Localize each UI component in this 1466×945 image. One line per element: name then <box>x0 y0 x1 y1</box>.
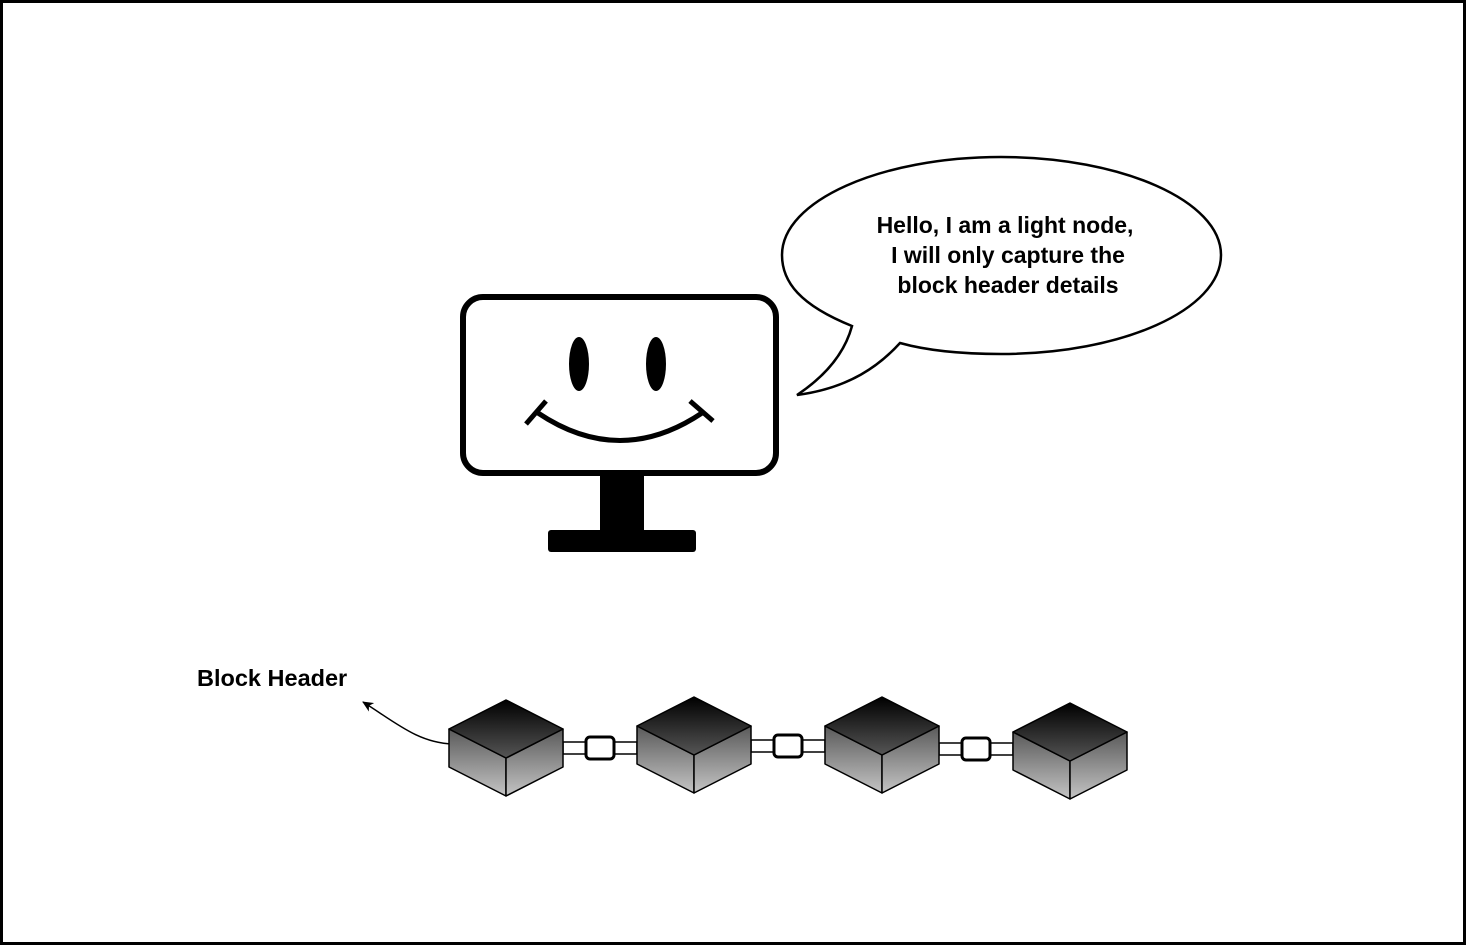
block-header-arrow <box>362 701 454 745</box>
chain-link <box>938 736 1014 762</box>
speech-line-3: block header details <box>897 272 1118 298</box>
smile-left-dimple <box>524 399 548 426</box>
speech-bubble: Hello, I am a light node, I will only ca… <box>780 155 1223 397</box>
chain-link <box>750 733 826 759</box>
link-ring <box>772 733 804 759</box>
block-top-face <box>448 699 564 759</box>
speech-line-2: I will only capture the <box>891 242 1125 268</box>
block-top-face <box>636 696 752 756</box>
link-ring <box>584 735 616 761</box>
link-ring <box>960 736 992 762</box>
block-cube <box>448 699 564 797</box>
blockchain <box>448 696 1128 800</box>
monitor-base <box>548 530 696 552</box>
chain-link <box>562 735 638 761</box>
smile-right-dimple <box>688 399 715 423</box>
monitor-screen <box>460 294 779 476</box>
right-eye <box>646 337 666 391</box>
block-top-face <box>824 696 940 756</box>
block-cube <box>1012 702 1128 800</box>
block-top-face <box>1012 702 1128 762</box>
smile <box>536 410 704 443</box>
light-node-monitor-icon <box>460 294 779 552</box>
block-cube <box>636 696 752 794</box>
speech-bubble-shape <box>780 155 1223 397</box>
monitor-neck <box>600 470 644 532</box>
block-header-label: Block Header <box>197 665 347 691</box>
speech-line-1: Hello, I am a light node, <box>877 212 1134 238</box>
block-cube <box>824 696 940 794</box>
left-eye <box>569 337 589 391</box>
